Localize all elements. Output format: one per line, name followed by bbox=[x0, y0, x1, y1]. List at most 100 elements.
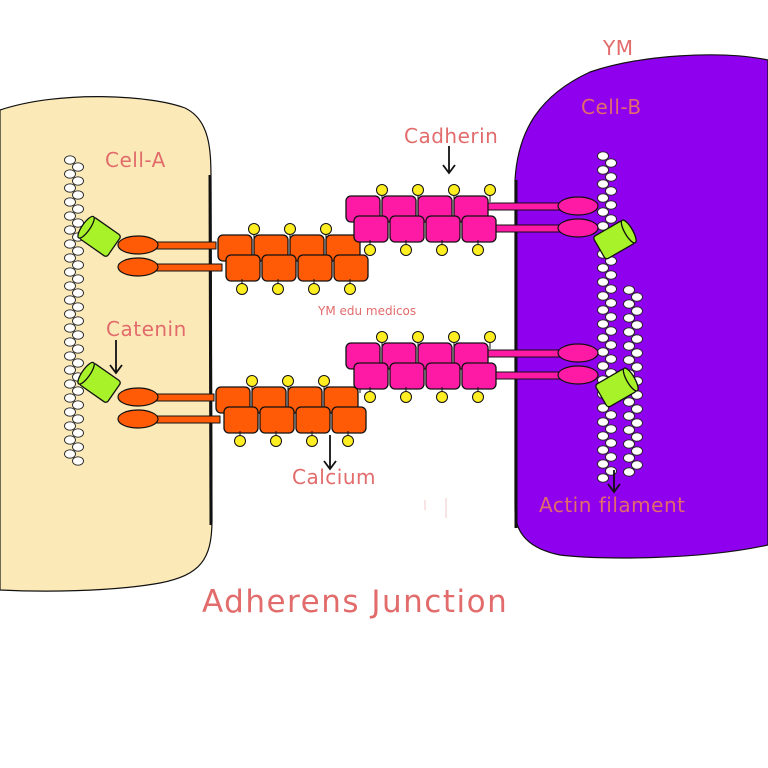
cadherin-domain bbox=[331, 406, 367, 434]
cadherin-domain bbox=[389, 362, 425, 390]
catenin-arrow bbox=[109, 340, 123, 375]
cadherin-b-bottom bbox=[345, 331, 599, 403]
cadherin-domain bbox=[389, 215, 425, 243]
actin-bead bbox=[72, 204, 84, 214]
cadherin-domain bbox=[223, 406, 259, 434]
actin-bead bbox=[605, 214, 617, 224]
calcium-ion bbox=[364, 244, 376, 256]
actin-bead bbox=[605, 200, 617, 210]
catenin-a-top bbox=[77, 215, 121, 257]
actin-bead bbox=[72, 302, 84, 312]
calcium-ion bbox=[234, 435, 246, 447]
actin-bead bbox=[605, 452, 617, 462]
calcium-label: Calcium bbox=[292, 465, 376, 489]
actin-bead bbox=[597, 403, 609, 413]
actin-bead bbox=[597, 417, 609, 427]
actin-bead bbox=[597, 445, 609, 455]
actin-bead bbox=[605, 186, 617, 196]
catenin-b-bottom bbox=[595, 367, 639, 408]
actin-bead bbox=[597, 305, 609, 315]
calcium-ion bbox=[282, 375, 294, 387]
cadherin-domain bbox=[297, 254, 333, 282]
actin-bead bbox=[597, 361, 609, 371]
calcium-ion bbox=[400, 391, 412, 403]
cell-a-membrane bbox=[208, 174, 213, 526]
actin-bead bbox=[597, 277, 609, 287]
actin-bead bbox=[605, 298, 617, 308]
calcium-ion bbox=[272, 283, 284, 295]
actin-bead bbox=[64, 211, 76, 221]
cadherin-domain bbox=[225, 254, 261, 282]
actin-bead bbox=[605, 326, 617, 336]
actin-bead bbox=[605, 312, 617, 322]
cell-b bbox=[514, 54, 768, 559]
actin-bead bbox=[72, 246, 84, 256]
calcium-ion bbox=[308, 283, 320, 295]
actin-bead bbox=[605, 354, 617, 364]
calcium-ion bbox=[448, 331, 460, 343]
actin-bead bbox=[631, 306, 643, 316]
calcium-ion bbox=[412, 184, 424, 196]
cadherin-a-bottom bbox=[117, 375, 367, 447]
actin-bead bbox=[72, 358, 84, 368]
actin-bead bbox=[605, 424, 617, 434]
calcium-ion bbox=[318, 375, 330, 387]
calcium-ion bbox=[472, 244, 484, 256]
calcium-ion bbox=[270, 435, 282, 447]
actin-bead bbox=[623, 397, 635, 407]
center-watermark: YM edu medicos bbox=[317, 304, 416, 318]
actin-bead bbox=[597, 263, 609, 273]
calcium-ion bbox=[236, 283, 248, 295]
actin-bead bbox=[72, 414, 84, 424]
calcium-ion bbox=[484, 331, 496, 343]
actin-bead bbox=[72, 190, 84, 200]
cell-b-label: Cell-B bbox=[581, 95, 642, 119]
catenin-a-bottom bbox=[77, 361, 121, 403]
actin-bead bbox=[64, 281, 76, 291]
actin-bead bbox=[72, 330, 84, 340]
calcium-ion bbox=[284, 223, 296, 235]
calcium-ion bbox=[436, 391, 448, 403]
actin-bead bbox=[64, 267, 76, 277]
actin-bead bbox=[623, 299, 635, 309]
actin-bead bbox=[631, 446, 643, 456]
cadherin-domain bbox=[333, 254, 369, 282]
cadherin-head bbox=[557, 196, 599, 216]
calcium-ion bbox=[376, 331, 388, 343]
actin-bead bbox=[605, 410, 617, 420]
actin-filament-label: Actin filament bbox=[539, 493, 685, 517]
cadherin-domain bbox=[425, 215, 461, 243]
actin-bead bbox=[597, 473, 609, 483]
actin-bead bbox=[631, 334, 643, 344]
cadherin-a-top bbox=[117, 223, 369, 295]
cadherin-domain bbox=[461, 362, 497, 390]
actin-bead bbox=[64, 197, 76, 207]
actin-bead bbox=[623, 467, 635, 477]
actin-arrow bbox=[607, 470, 621, 494]
actin-bead bbox=[64, 421, 76, 431]
actin-bead bbox=[72, 456, 84, 466]
actin-bead bbox=[623, 285, 635, 295]
actin-bead bbox=[597, 291, 609, 301]
actin-bead bbox=[597, 207, 609, 217]
cadherin-domain bbox=[353, 362, 389, 390]
cadherin-domain bbox=[425, 362, 461, 390]
actin-bead bbox=[605, 270, 617, 280]
watermark-ym: YM bbox=[602, 36, 633, 60]
actin-bead bbox=[631, 418, 643, 428]
calcium-arrow bbox=[323, 435, 337, 471]
actin-bead bbox=[72, 274, 84, 284]
actin-bead bbox=[64, 295, 76, 305]
actin-bead bbox=[597, 333, 609, 343]
actin-bead bbox=[631, 460, 643, 470]
actin-bead bbox=[64, 169, 76, 179]
actin-bead bbox=[72, 288, 84, 298]
cadherin-domain bbox=[461, 215, 497, 243]
actin-bead bbox=[64, 449, 76, 459]
cadherin-head bbox=[117, 409, 159, 429]
catenin-label: Catenin bbox=[106, 317, 187, 341]
actin-bead bbox=[623, 341, 635, 351]
actin-bead bbox=[64, 239, 76, 249]
actin-bead bbox=[72, 344, 84, 354]
